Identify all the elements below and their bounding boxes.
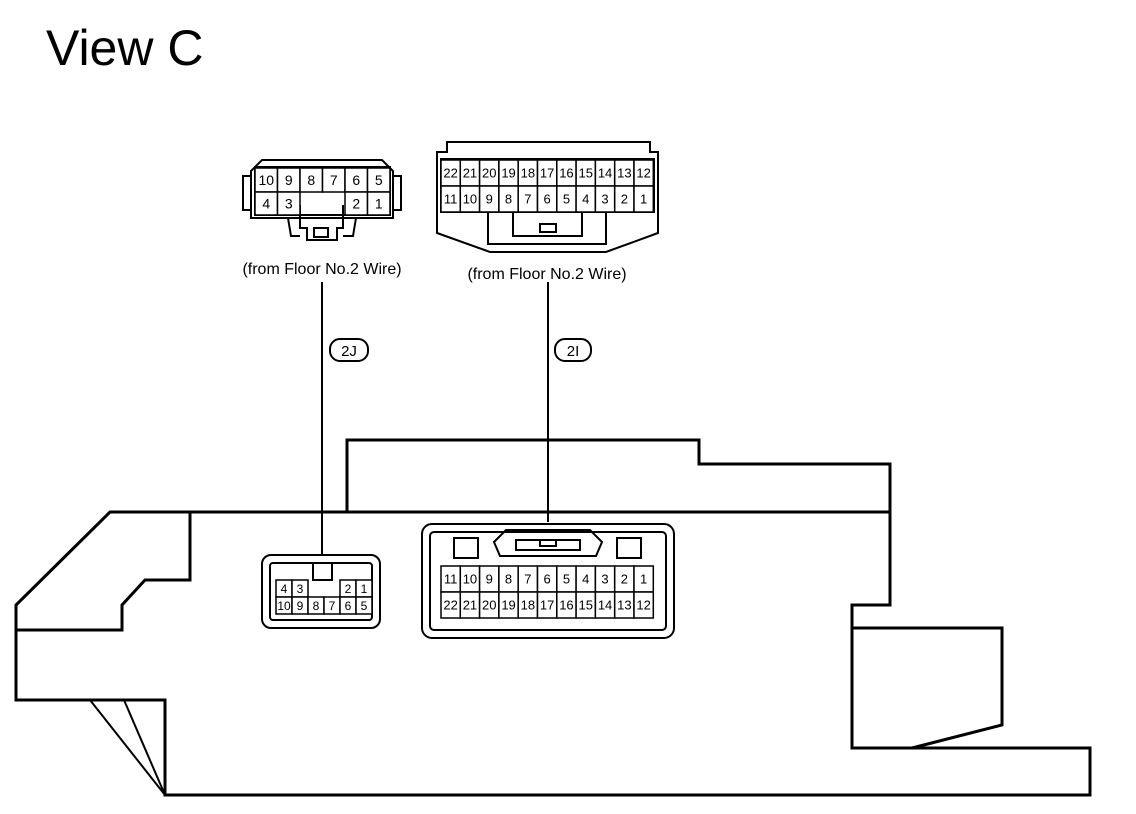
conn-2J-bottom-pin-3: 3	[297, 582, 304, 596]
badge-2I: 2I	[554, 338, 592, 362]
conn-2I-top-pin-16: 16	[559, 166, 573, 181]
conn-2I-bottom-pin-5: 5	[563, 572, 570, 587]
conn-2I-top-pin-2: 2	[621, 192, 628, 207]
conn-2J-bottom-pin-8: 8	[313, 599, 320, 613]
body-outline	[14, 510, 1092, 797]
conn-2J-bottom-cell-5	[355, 596, 373, 615]
conn-2J-top-pin-2: 2	[352, 196, 360, 212]
conn-2J-bottom-pin-1: 1	[361, 582, 368, 596]
conn-2I-bottom-pin-14: 14	[598, 598, 612, 613]
right-block	[852, 626, 1004, 750]
conn-2I-bottom-pin-22: 22	[443, 598, 457, 613]
conn-2I-bottom-pin-10: 10	[463, 572, 477, 587]
conn-2I-top-pin-14: 14	[598, 166, 612, 181]
conn-2I-top-pin-18: 18	[521, 166, 535, 181]
conn-2I-top-pin-5: 5	[563, 192, 570, 207]
caption-2J: (from Floor No.2 Wire)	[242, 261, 401, 278]
conn-2I-bottom-pin-3: 3	[601, 572, 608, 587]
conn-2I-bottom-pin-12: 12	[636, 598, 650, 613]
conn-2I-top-pin-22: 22	[443, 166, 457, 181]
conn-2J-bottom-pin-2: 2	[345, 582, 352, 596]
conn-2J-bottom-pin-4: 4	[281, 582, 288, 596]
conn-2I-top-pin-9: 9	[486, 192, 493, 207]
conn-2I-bottom-pin-19: 19	[501, 598, 515, 613]
conn-2I-bottom-pin-18: 18	[521, 598, 535, 613]
conn-2I-top-pin-1: 1	[640, 192, 647, 207]
conn-2I-top-pin-12: 12	[636, 166, 650, 181]
badge-2I-label: 2I	[567, 343, 580, 360]
conn-2I-bottom-pin-11: 11	[444, 572, 458, 587]
conn-2I-bottom-pin-7: 7	[524, 572, 531, 587]
conn-2J-bottom-pin-7: 7	[329, 599, 336, 613]
conn-2I-top-pin-15: 15	[579, 166, 593, 181]
conn-2I-bottom-pin-20: 20	[482, 598, 496, 613]
conn-2J-top-pin-10: 10	[258, 172, 274, 188]
conn-2I-top-pin-10: 10	[463, 192, 477, 207]
conn-2I-bottom-pin-8: 8	[505, 572, 512, 587]
conn-2I-bottom-pin-2: 2	[621, 572, 628, 587]
conn-2I-bottom-pin-9: 9	[486, 572, 493, 587]
view-title: View C	[46, 20, 204, 76]
conn-2J-bottom-pin-9: 9	[297, 599, 304, 613]
diag-lines	[89, 699, 166, 796]
conn-2I-bottom-pin-13: 13	[617, 598, 631, 613]
conn-2I-top-pin-13: 13	[617, 166, 631, 181]
conn-2J-top-pin-5: 5	[375, 172, 383, 188]
conn-2I-top-pin-3: 3	[601, 192, 608, 207]
conn-2J-top-pin-1: 1	[375, 196, 383, 212]
conn-2I-bottom-pin-1: 1	[640, 572, 647, 587]
conn-2J-top-pin-3: 3	[285, 196, 293, 212]
conn-2J-bottom-pin-10: 10	[277, 599, 291, 613]
conn-2I-bottom-cell-12	[633, 591, 655, 619]
conn-2I-top-pin-7: 7	[524, 192, 531, 207]
conn-2J-bottom-pin-5: 5	[361, 599, 368, 613]
conn-2I-top-pin-20: 20	[482, 166, 496, 181]
badge-2J: 2J	[329, 338, 369, 362]
conn-2I-top-cell-1	[633, 185, 655, 213]
conn-2J-top-pin-7: 7	[330, 172, 338, 188]
conn-2I-top-pin-19: 19	[501, 166, 515, 181]
conn-2I-bottom-pin-21: 21	[463, 598, 477, 613]
conn-2J-top-pin-6: 6	[352, 172, 360, 188]
conn-2I-bottom-pin-15: 15	[579, 598, 593, 613]
conn-2J-top-pin-9: 9	[285, 172, 293, 188]
conn-2I-top-pin-4: 4	[582, 192, 589, 207]
badge-2J-label: 2J	[341, 343, 357, 360]
conn-2J-top-cell-3	[276, 191, 301, 216]
conn-2I-top-pin-11: 11	[444, 192, 458, 207]
caption-2I: (from Floor No.2 Wire)	[467, 266, 626, 283]
conn-2I-bottom-pin-4: 4	[582, 572, 589, 587]
conn-2I-bottom-pin-17: 17	[540, 598, 554, 613]
conn-2I-bottom-pin-16: 16	[559, 598, 573, 613]
conn-2J-bottom-pin-6: 6	[345, 599, 352, 613]
conn-2I-top-pin-21: 21	[463, 166, 477, 181]
left-step	[16, 512, 192, 632]
conn-2J-top-cell-1	[366, 191, 391, 216]
conn-2I-bottom-pin-6: 6	[544, 572, 551, 587]
conn-2J-top-pin-8: 8	[307, 172, 315, 188]
conn-2J-top-pin-4: 4	[262, 196, 270, 212]
conn-2I-top-pin-17: 17	[540, 166, 554, 181]
conn-2I-top-pin-8: 8	[505, 192, 512, 207]
upper-block	[345, 438, 892, 512]
conn-2I-top-pin-6: 6	[544, 192, 551, 207]
